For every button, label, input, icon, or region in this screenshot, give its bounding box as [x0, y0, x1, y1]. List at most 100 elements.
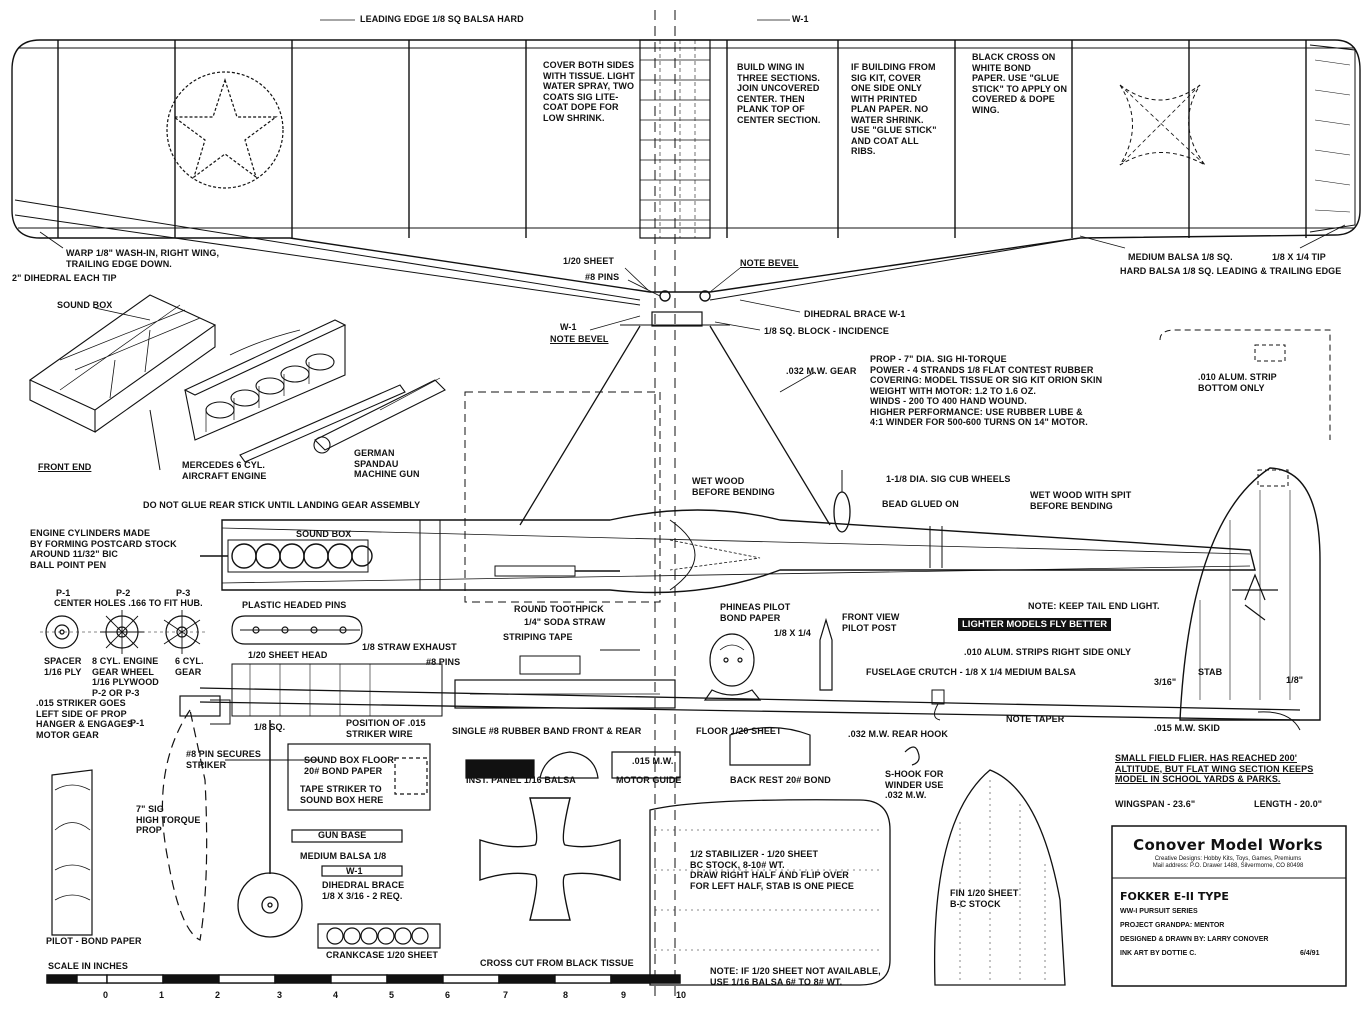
label-sound-box-top: SOUND BOX: [57, 300, 113, 310]
scale-tick-3: 3: [277, 990, 283, 1000]
scale-tick-10: 10: [676, 990, 687, 1000]
label-cover-tissue: COVER BOTH SIDES WITH TISSUE. LIGHT WATE…: [543, 60, 635, 123]
scale-tick-5: 5: [389, 990, 395, 1000]
label-do-not-glue: DO NOT GLUE REAR STICK UNTIL LANDING GEA…: [143, 500, 421, 510]
label-phineas: PHINEAS PILOT BOND PAPER: [720, 602, 791, 623]
wing-outline: [11, 10, 1361, 1000]
label-mw-015: .015 M.W.: [632, 756, 674, 766]
label-w1-top: W-1: [792, 14, 809, 24]
title-block-series: WW-I PURSUIT SERIES: [1120, 908, 1198, 915]
label-cub-wheels: 1-1/8 DIA. SIG CUB WHEELS: [886, 474, 1011, 484]
label-soda-straw: 1/4" SODA STRAW: [524, 617, 606, 627]
label-position-striker: POSITION OF .015 STRIKER WIRE: [346, 718, 426, 739]
label-prop-7: 7" SIG HIGH TORQUE PROP: [136, 804, 201, 835]
label-engine-cylinders: ENGINE CYLINDERS MADE BY FORMING POSTCAR…: [30, 528, 177, 570]
title-block-project: PROJECT GRANDPA: MENTOR: [1120, 922, 1225, 929]
sheet-head: [231, 615, 363, 645]
scale-bar: [46, 974, 681, 984]
label-s-hook: S-HOOK FOR WINDER USE .032 M.W.: [885, 769, 944, 800]
label-front-end: FRONT END: [38, 462, 92, 472]
label-back-rest: BACK REST 20# BOND: [730, 775, 831, 785]
gear-wheels: [40, 610, 205, 654]
label-p3: P-3: [176, 588, 191, 598]
label-note-bevel-left: NOTE BEVEL: [550, 334, 609, 344]
scale-tick-8: 8: [563, 990, 569, 1000]
label-leading-edge: LEADING EDGE 1/8 SQ BALSA HARD: [360, 14, 524, 24]
label-dim-18: 1/8": [1286, 675, 1304, 685]
label-small-field: SMALL FIELD FLIER. HAS REACHED 200' ALTI…: [1115, 753, 1314, 784]
scale-tick-9: 9: [621, 990, 627, 1000]
label-round-toothpick: ROUND TOOTHPICK: [514, 604, 604, 614]
title-block-date: 6/4/91: [1300, 950, 1320, 957]
pilot-head: [703, 633, 762, 701]
label-prop-specs: PROP - 7" DIA. SIG HI-TORQUE POWER - 4 S…: [870, 354, 1103, 427]
pilot-figure: [51, 769, 93, 936]
label-note-sheet: NOTE: IF 1/20 SHEET NOT AVAILABLE, USE 1…: [710, 966, 881, 987]
label-build-wing: BUILD WING IN THREE SECTIONS. JOIN UNCOV…: [737, 62, 821, 125]
label-dihedral-tip: 2" DIHEDRAL EACH TIP: [12, 273, 117, 283]
label-note-taper: NOTE TAPER: [1006, 714, 1065, 724]
title-block-model: FOKKER E-II TYPE: [1120, 890, 1229, 903]
label-w1-brace: W-1: [346, 866, 363, 876]
label-stabilizer: 1/2 STABILIZER - 1/20 SHEET BC STOCK, 8-…: [690, 849, 855, 891]
label-sheet-120: 1/20 SHEET: [563, 256, 615, 266]
label-bead-glued: BEAD GLUED ON: [882, 499, 959, 509]
small-parts: [291, 829, 441, 949]
label-p2: P-2: [116, 588, 131, 598]
label-wet-wood-spit: WET WOOD WITH SPIT BEFORE BENDING: [1030, 490, 1132, 511]
title-block-sub: Creative Designs: Hobby Kits, Toys, Game…: [1112, 856, 1344, 870]
title-block-designed: DESIGNED & DRAWN BY: LARRY CONOVER: [1120, 936, 1269, 943]
stabilizer: [649, 799, 891, 986]
instrument-panel: [465, 726, 811, 779]
wheel-side: [225, 720, 320, 938]
scale-tick-2: 2: [215, 990, 221, 1000]
label-medium-balsa-18: MEDIUM BALSA 1/8: [300, 851, 387, 861]
cross-insignia: [479, 797, 621, 921]
title-block-sub1: Creative Designs: Hobby Kits, Toys, Game…: [1154, 856, 1302, 862]
title-block-frame: [1111, 825, 1347, 987]
scale-tick-6: 6: [445, 990, 451, 1000]
scale-tick-4: 4: [333, 990, 339, 1000]
title-block-ink: INK ART BY DOTTIE C.: [1120, 950, 1197, 957]
label-mercedes: MERCEDES 6 CYL. AIRCRAFT ENGINE: [182, 460, 267, 481]
label-hard-balsa: HARD BALSA 1/8 SQ. LEADING & TRAILING ED…: [1120, 266, 1342, 276]
label-fuselage-crutch: FUSELAGE CRUTCH - 1/8 X 1/4 MEDIUM BALSA: [866, 667, 1077, 677]
label-inst-panel: INST. PANEL 1/16 BALSA: [466, 775, 576, 785]
tail-fin: [1159, 329, 1331, 721]
label-medium-balsa: MEDIUM BALSA 1/8 SQ.: [1128, 252, 1233, 262]
label-sheet-head: 1/20 SHEET HEAD: [248, 650, 328, 660]
landing-gear: [519, 325, 851, 533]
label-german-gun: GERMAN SPANDAU MACHINE GUN: [354, 448, 420, 479]
fuselage: [200, 391, 1256, 603]
sound-box-floor: [287, 743, 431, 811]
label-length: LENGTH - 20.0": [1254, 799, 1323, 809]
label-note-bevel-right: NOTE BEVEL: [740, 258, 799, 268]
title-block-brand: Conover Model Works: [1133, 836, 1323, 854]
label-sound-box-fuselage: SOUND BOX: [296, 529, 352, 539]
label-p1: P-1: [56, 588, 71, 598]
title-block-sub2: Mail address: P.O. Drawer 1488, Silvermo…: [1152, 863, 1304, 869]
label-skid: .015 M.W. SKID: [1154, 723, 1220, 733]
label-single-band: SINGLE #8 RUBBER BAND FRONT & REAR: [452, 726, 642, 736]
label-keep-tail: NOTE: KEEP TAIL END LIGHT.: [1028, 601, 1160, 611]
label-engine-gear: 8 CYL. ENGINE GEAR WHEEL 1/16 PLYWOOD P-…: [92, 656, 159, 698]
mercedes-engine: [183, 319, 406, 463]
label-straw-exhaust: 1/8 STRAW EXHAUST: [362, 642, 457, 652]
label-block-incidence: 1/8 SQ. BLOCK - INCIDENCE: [764, 326, 890, 336]
label-striker-note: .015 STRIKER GOES LEFT SIDE OF PROP HANG…: [36, 698, 134, 740]
scale-tick-7: 7: [503, 990, 509, 1000]
label-w1-left: W-1: [560, 322, 577, 332]
label-crankcase: CRANKCASE 1/20 SHEET: [326, 950, 439, 960]
label-sig-kit: IF BUILDING FROM SIG KIT, COVER ONE SIDE…: [851, 62, 937, 156]
scale-tick-0: 0: [103, 990, 109, 1000]
fin-plan: [933, 769, 1066, 986]
label-motor-guide: MOTOR GUIDE: [616, 775, 682, 785]
label-front-view: FRONT VIEW PILOT POST: [842, 612, 900, 633]
label-dihedral-brace: DIHEDRAL BRACE W-1: [804, 309, 906, 319]
label-alum-strip: .010 ALUM. STRIP BOTTOM ONLY: [1198, 372, 1277, 393]
propeller: [161, 695, 231, 941]
label-p1-b: P-1: [130, 718, 145, 728]
label-fin: FIN 1/20 SHEET B-C STOCK: [950, 888, 1019, 909]
label-six-cyl: 6 CYL. GEAR: [175, 656, 204, 677]
